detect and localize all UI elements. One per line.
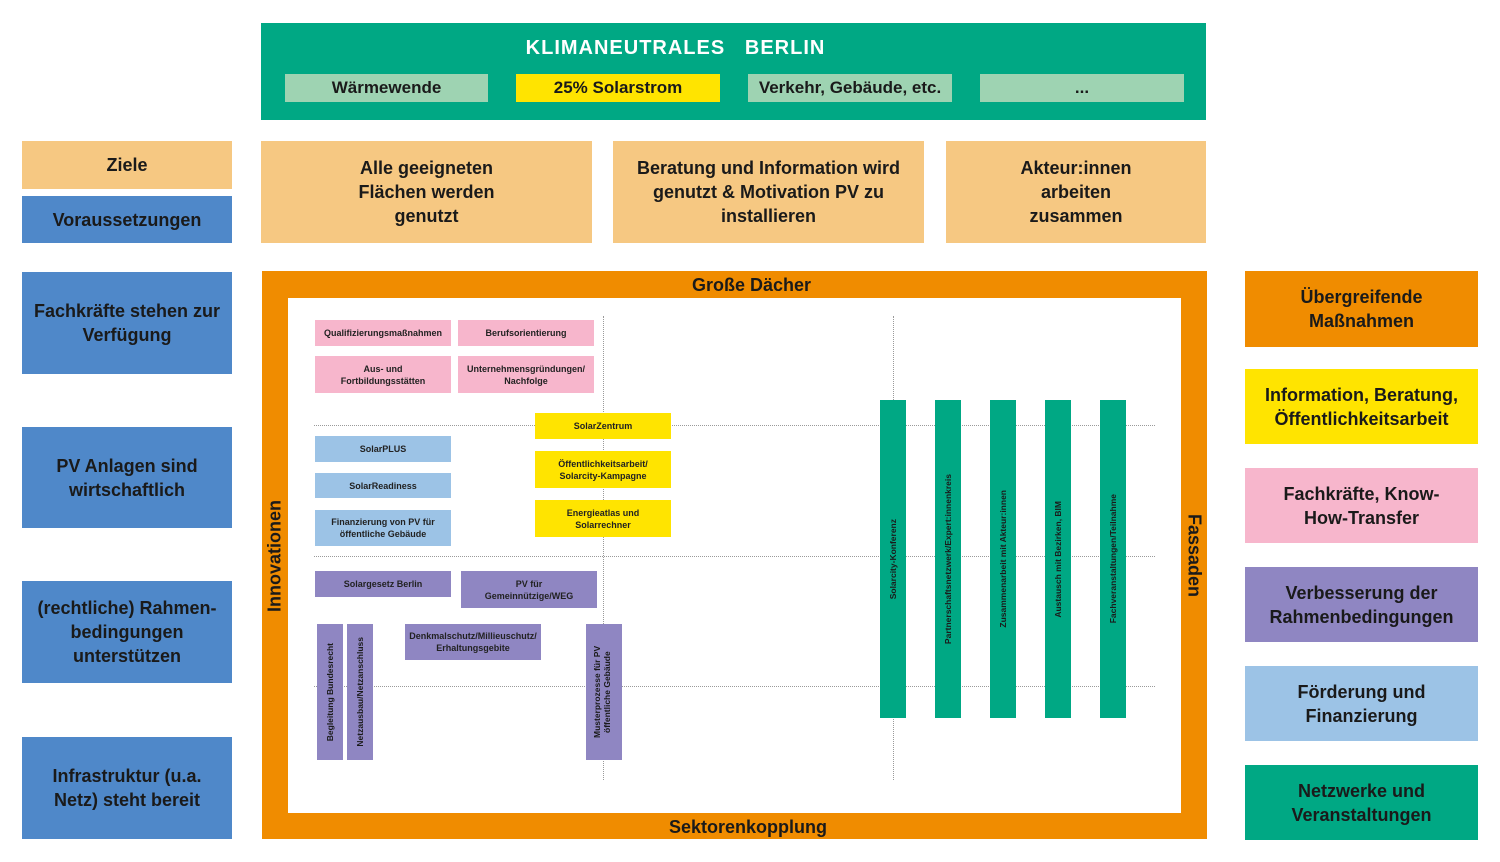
- item-berufsorientierung: Berufsorientierung: [458, 320, 594, 346]
- left-rahmenbedingungen: (rechtliche) Rahmen-bedingungen unterstü…: [22, 581, 232, 683]
- item-solarzentrum: SolarZentrum: [535, 413, 671, 439]
- left-ziele: Ziele: [22, 141, 232, 189]
- left-infrastruktur: Infrastruktur (u.a. Netz) steht bereit: [22, 737, 232, 839]
- grid-line: [314, 556, 1155, 557]
- header-box-solarstrom: 25% Solarstrom: [516, 74, 720, 102]
- bar-zusammenarbeit-label: Zusammenarbeit mit Akteur:innen: [998, 490, 1008, 628]
- item-musterprozesse-label: Musterprozesse für PV öffentliche Gebäud…: [592, 645, 612, 739]
- grid-line: [603, 316, 604, 780]
- item-denkmalschutz: Denkmalschutz/Millieuschutz/ Erhaltungsg…: [405, 624, 541, 660]
- header-box-verkehr: Verkehr, Gebäude, etc.: [748, 74, 952, 102]
- header-box-more: ...: [980, 74, 1184, 102]
- item-solarreadiness: SolarReadiness: [315, 473, 451, 498]
- left-fachkraefte: Fachkräfte stehen zur Verfügung: [22, 272, 232, 374]
- legend-foerderung: Förderung und Finanzierung: [1245, 666, 1478, 741]
- grid-line: [314, 686, 1155, 687]
- bar-austausch-bezirke-label: Austausch mit Bezirken, BIM: [1053, 500, 1063, 618]
- legend-information: Information, Beratung, Öffentlichkeitsar…: [1245, 369, 1478, 444]
- goal-flaechen: Alle geeigneten Flächen werden genutzt: [261, 141, 592, 243]
- item-bundesrecht: Begleitung Bundesrecht: [317, 624, 343, 760]
- item-unternehmen: Unternehmensgründungen/ Nachfolge: [458, 356, 594, 393]
- left-voraussetzungen: Voraussetzungen: [22, 196, 232, 243]
- bar-partnerschaftsnetzwerk-label: Partnerschaftsnetzwerk/Expert:innenkreis: [943, 473, 953, 645]
- goal-akteure: Akteur:innen arbeiten zusammen: [946, 141, 1206, 243]
- header-box-waermewende: Wärmewende: [285, 74, 488, 102]
- item-solargesetz: Solargesetz Berlin: [315, 571, 451, 597]
- legend-fachkraefte: Fachkräfte, Know-How-Transfer: [1245, 468, 1478, 543]
- bar-fachveranstaltungen: Fachveranstaltungen/Teilnahme: [1100, 400, 1126, 718]
- bar-solarcity-konferenz: Solarcity-Konferenz: [880, 400, 906, 718]
- bar-austausch-bezirke: Austausch mit Bezirken, BIM: [1045, 400, 1071, 718]
- left-pv-wirtschaftlich: PV Anlagen sind wirtschaftlich: [22, 427, 232, 528]
- bar-solarcity-konferenz-label: Solarcity-Konferenz: [888, 518, 898, 600]
- legend-rahmenbedingungen: Verbesserung der Rahmenbedingungen: [1245, 567, 1478, 642]
- item-bundesrecht-label: Begleitung Bundesrecht: [325, 642, 335, 742]
- goal-beratung: Beratung und Information wird genutzt & …: [613, 141, 924, 243]
- bar-partnerschaftsnetzwerk: Partnerschaftsnetzwerk/Expert:innenkreis: [935, 400, 961, 718]
- item-netzausbau-label: Netzausbau/Netzanschluss: [355, 637, 365, 747]
- item-energieatlas: Energieatlas und Solarrechner: [535, 500, 671, 537]
- bar-zusammenarbeit: Zusammenarbeit mit Akteur:innen: [990, 400, 1016, 718]
- frame-label-sektorenkopplung: Sektorenkopplung: [668, 816, 827, 837]
- frame-label-innovationen: Innovationen: [264, 500, 285, 612]
- item-netzausbau: Netzausbau/Netzanschluss: [347, 624, 373, 760]
- item-qualifizierung: Qualifizierungsmaßnahmen: [315, 320, 451, 346]
- item-solarplus: SolarPLUS: [315, 436, 451, 462]
- header-title: KLIMANEUTRALES BERLIN: [525, 36, 826, 59]
- item-oeffentlichkeit: Öffentlichkeitsarbeit/ Solarcity-Kampagn…: [535, 451, 671, 488]
- item-pv-gemeinnuetzige: PV für Gemeinnützige/WEG: [461, 571, 597, 608]
- item-aus-fortbildung: Aus- und Fortbildungsstätten: [315, 356, 451, 393]
- frame-label-dächer: Große Dächer: [691, 274, 812, 295]
- bar-fachveranstaltungen-label: Fachveranstaltungen/Teilnahme: [1108, 494, 1118, 624]
- legend-uebergreifend: Übergreifende Maßnahmen: [1245, 271, 1478, 347]
- frame-label-fassaden: Fassaden: [1184, 514, 1205, 598]
- grid-line: [314, 425, 1155, 426]
- item-finanzierung: Finanzierung von PV für öffentliche Gebä…: [315, 510, 451, 546]
- legend-netzwerke: Netzwerke und Veranstaltungen: [1245, 765, 1478, 840]
- header-banner: [261, 23, 1206, 120]
- item-musterprozesse: Musterprozesse für PV öffentliche Gebäud…: [586, 624, 622, 760]
